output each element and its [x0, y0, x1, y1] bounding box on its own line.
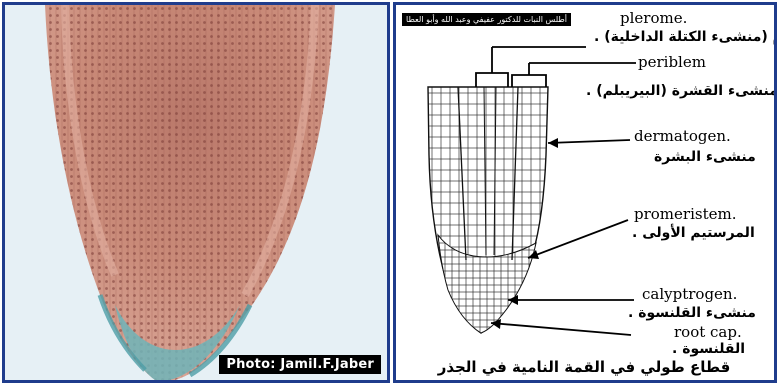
label-plerome-ar: البلروم (منشىء الكتلة الداخلية) .	[594, 29, 777, 45]
label-dermatogen-ar: منشىء البشرة	[654, 149, 756, 165]
label-calyptrogen-ar: منشىء القلنسوة .	[628, 305, 756, 321]
photo-credit: Photo: Jamil.F.Jaber	[219, 355, 381, 374]
label-periblem-en: periblem	[638, 53, 706, 71]
root-tip-diagram-panel: أطلس النبات للدكتور عفيفي وعبد الله وأبو…	[393, 2, 777, 383]
root-tip-photo-panel: Photo: Jamil.F.Jaber	[2, 2, 390, 383]
label-root-cap-ar: القلنسوة .	[672, 341, 745, 357]
label-root-cap-en: root cap.	[674, 323, 742, 341]
label-periblem-ar: منشىء القشرة (البيريبلم) .	[586, 83, 777, 99]
label-dermatogen-en: dermatogen.	[634, 127, 731, 145]
label-promeristem-en: promeristem.	[634, 205, 736, 223]
label-calyptrogen-en: calyptrogen.	[642, 285, 737, 303]
root-tip-micrograph	[5, 5, 387, 380]
label-plerome-en: plerome.	[620, 9, 687, 27]
figure-caption: قطاع طولي في القمة النامية في الجذر	[408, 358, 760, 376]
label-promeristem-ar: المرستيم الأولى .	[632, 225, 755, 241]
atlas-title: أطلس النبات للدكتور عفيفي وعبد الله وأبو…	[402, 13, 571, 26]
